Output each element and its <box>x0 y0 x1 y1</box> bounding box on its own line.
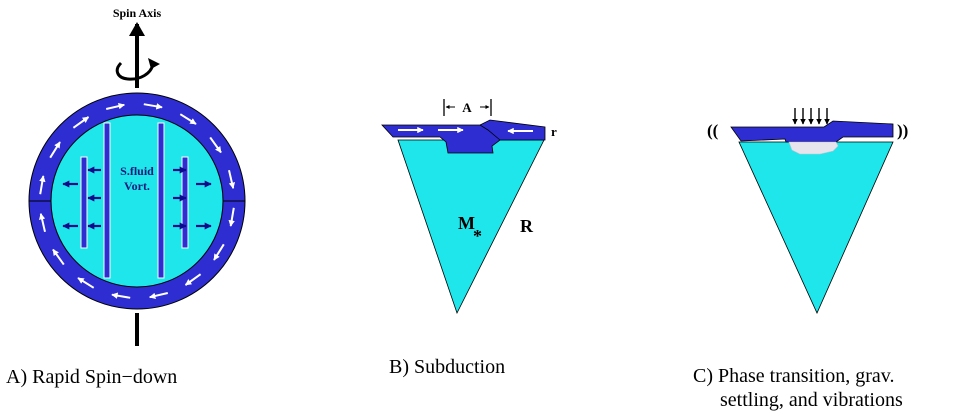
superfluid-label-line2: Vort. <box>124 179 150 193</box>
caption-c-line1: C) Phase transition, grav. <box>693 365 895 387</box>
spin-axis-arrowhead-icon <box>129 22 145 36</box>
caption-a: A) Rapid Spin−down <box>6 366 178 388</box>
width-bracket <box>443 99 492 116</box>
vortex-migration-arrows <box>62 166 212 230</box>
crust-flow-arrow <box>38 213 46 233</box>
mass-subscript: * <box>473 226 482 246</box>
crust-flow-arrow <box>179 113 197 125</box>
crust-flow-arrow <box>52 248 65 266</box>
crust-flow-arrow <box>209 136 222 154</box>
panel-b: A r M * R <box>381 99 557 315</box>
crust-flow-arrow <box>77 277 95 289</box>
crust-flow-arrow <box>49 141 61 159</box>
crust-flow-arrow <box>39 175 46 195</box>
radius-label: R <box>520 216 534 236</box>
phase-transition-patch <box>788 141 839 155</box>
crust-flow-arrows <box>38 102 236 300</box>
spin-axis-label: Spin Axis <box>113 6 162 20</box>
crust-flow-arrow <box>149 292 169 300</box>
mass-label: M <box>458 213 475 233</box>
superfluid-label-line1: S.fluid <box>120 164 154 178</box>
width-label: A <box>462 100 472 115</box>
crust-flow-arrow <box>105 102 125 110</box>
crust-flow-arrow <box>143 103 163 110</box>
vortex-tube <box>181 156 189 249</box>
subduction-step-line <box>479 124 501 141</box>
crust-flow-arrow <box>184 273 202 286</box>
caption-b: B) Subduction <box>389 356 506 378</box>
panel-c: (( )) <box>707 108 908 314</box>
crust-thickness-label: r <box>551 124 557 139</box>
vortex-tubes <box>80 122 189 279</box>
vortex-tube <box>80 156 88 249</box>
crust-flow-arrow <box>111 292 131 299</box>
vortex-tube <box>157 122 165 279</box>
caption-c-line2: settling, and vibrations <box>720 389 903 411</box>
gravitational-settling-arrows <box>792 108 830 125</box>
star-wedge-c <box>738 141 894 314</box>
rotation-arrow-icon <box>115 58 160 81</box>
superfluid-interior <box>50 114 224 288</box>
crust-flow-arrow <box>213 243 225 261</box>
crust-flow-arrow <box>228 169 236 189</box>
vortex-tube <box>103 122 111 279</box>
vibration-left: (( <box>707 121 719 140</box>
crust-flow-arrow <box>72 116 90 129</box>
panel-a: Spin Axis S.fluid Vort. <box>28 6 246 346</box>
vibration-right: )) <box>897 121 908 140</box>
crust-slab-c <box>730 120 894 143</box>
crust-flow-arrow <box>228 207 235 227</box>
